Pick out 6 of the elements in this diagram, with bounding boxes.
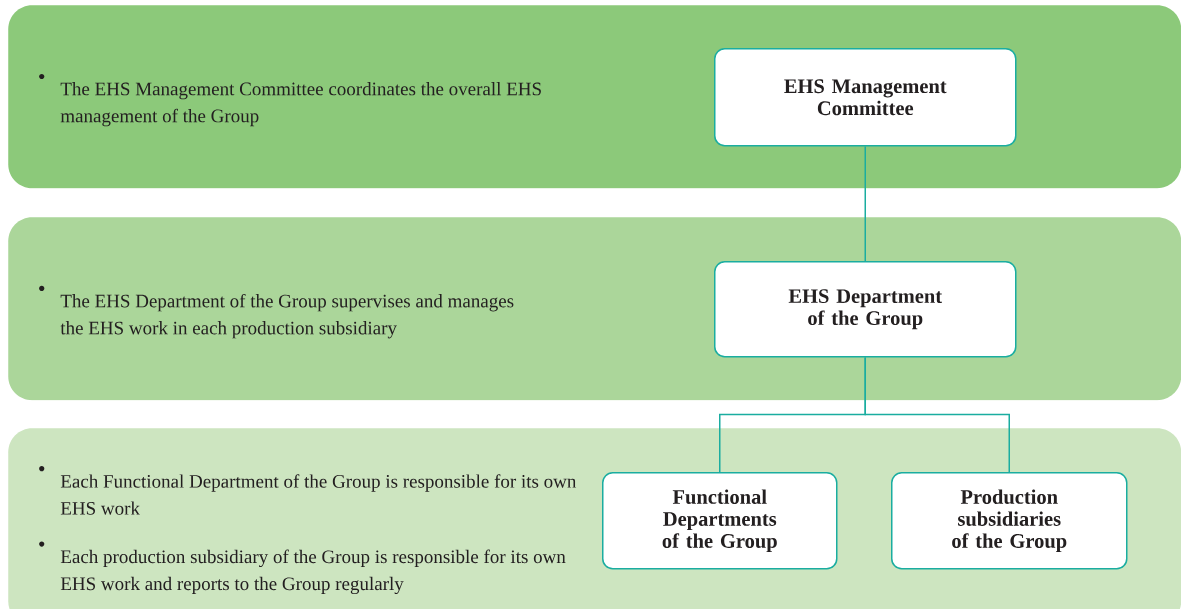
org-box: Production subsidiaries of the Group xyxy=(891,472,1128,570)
org-box: Functional Departments of the Group xyxy=(602,472,838,570)
org-box: EHS Management Committee xyxy=(714,48,1017,147)
connector-line xyxy=(864,356,1010,473)
connector-line xyxy=(864,145,866,262)
org-box: EHS Department of the Group xyxy=(714,261,1017,358)
